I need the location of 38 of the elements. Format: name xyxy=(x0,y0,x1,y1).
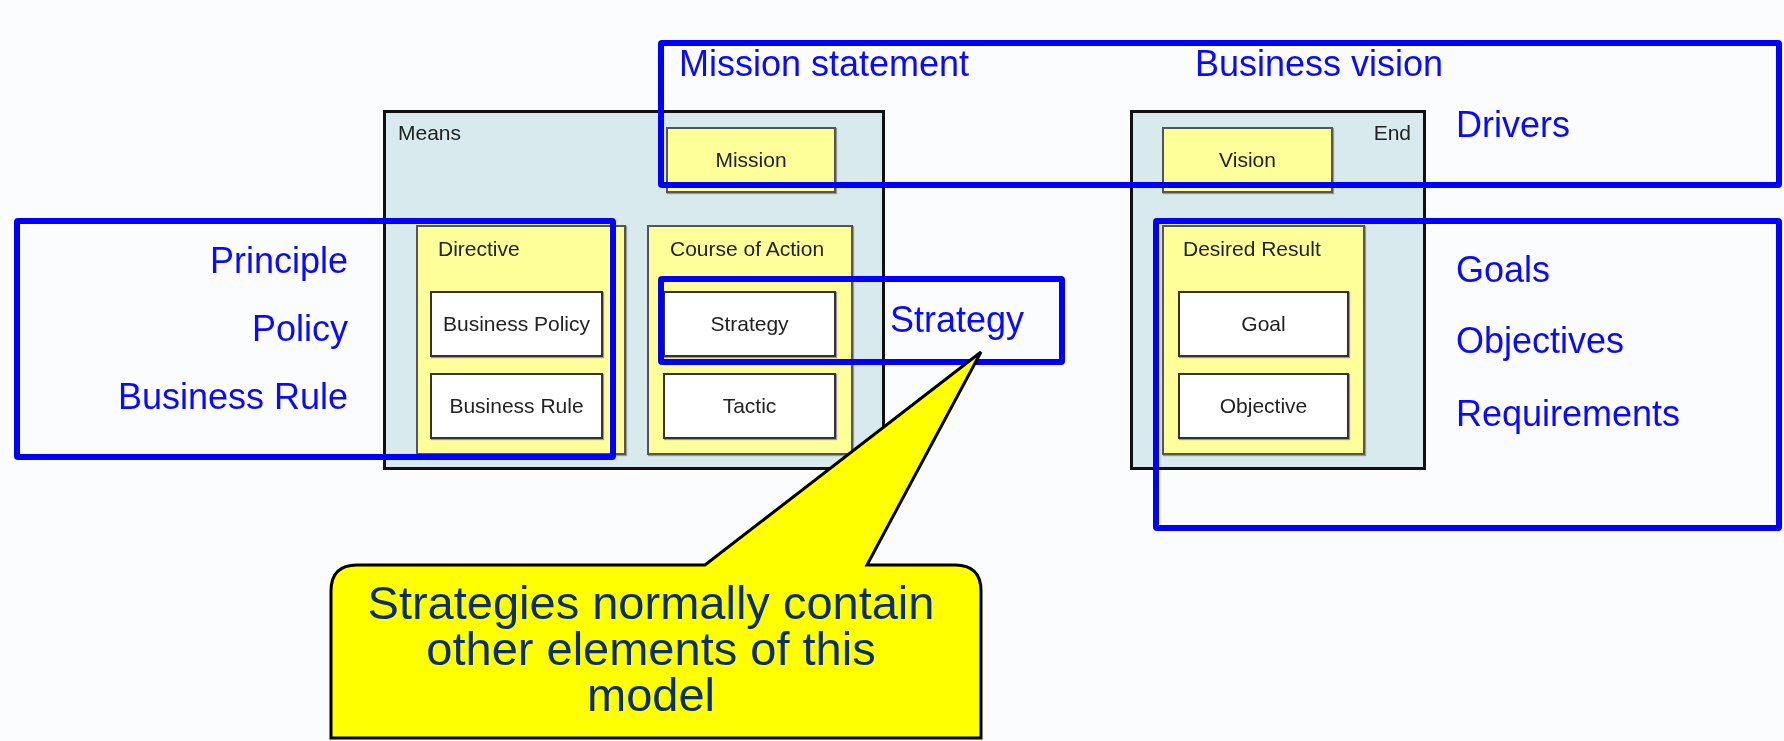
element-box xyxy=(1178,373,1349,439)
box-title: Directive xyxy=(438,237,520,261)
element-box xyxy=(1162,225,1365,455)
element-box xyxy=(416,225,626,455)
highlight-frame xyxy=(14,218,616,460)
element-box xyxy=(666,127,836,193)
box-title: Means xyxy=(398,121,462,145)
box-label: Business Rule xyxy=(449,394,584,418)
box-label: Objective xyxy=(1219,394,1308,418)
highlight-frame xyxy=(658,40,1782,188)
annotation-label: Goals xyxy=(1456,250,1551,290)
box-title: Course of Action xyxy=(670,237,825,261)
annotation-label: Requirements xyxy=(1456,394,1681,434)
highlight-frame xyxy=(1153,218,1782,531)
callout-text: Strategies normally contain other elements of this model xyxy=(366,580,936,718)
element-box xyxy=(430,291,603,357)
annotation-label: Business Rule xyxy=(117,377,348,417)
box-title: Desired Result xyxy=(1183,237,1321,261)
box-label: Tactic xyxy=(722,394,777,418)
box-label: Business Policy xyxy=(442,312,591,336)
annotation-label: Drivers xyxy=(1456,105,1570,145)
element-box xyxy=(1162,127,1333,193)
annotation-label: Business vision xyxy=(1195,44,1444,84)
annotation-label: Mission statement xyxy=(679,44,970,84)
annotation-label: Principle xyxy=(209,241,348,281)
element-box xyxy=(663,291,836,357)
box-label: Vision xyxy=(1219,148,1276,172)
box-label: Goal xyxy=(1241,312,1286,336)
annotation-label: Policy xyxy=(251,309,348,349)
element-box xyxy=(1178,291,1349,357)
element-box xyxy=(430,373,603,439)
element-box xyxy=(663,373,836,439)
box-label: Strategy xyxy=(710,312,789,336)
annotation-label: Strategy xyxy=(890,300,1025,340)
box-title: End xyxy=(1373,121,1411,145)
highlight-frame xyxy=(658,276,1065,365)
box-label: Mission xyxy=(715,148,787,172)
annotation-label: Objectives xyxy=(1456,321,1625,361)
